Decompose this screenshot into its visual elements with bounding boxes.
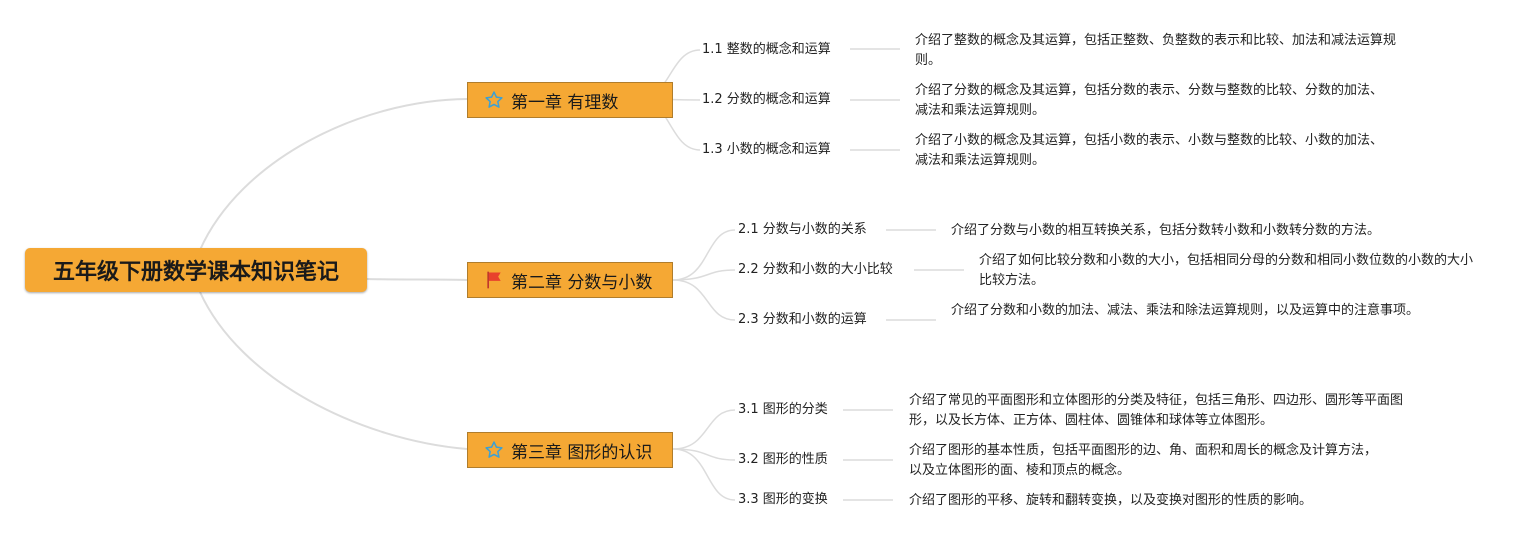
chapter-title: 第三章 图形的认识 — [511, 442, 653, 463]
chapter-node-1[interactable]: 第一章 有理数 — [467, 82, 673, 118]
section-desc-2-2: 介绍了如何比较分数和小数的大小，包括相同分母的分数和相同小数位数的小数的大小比较… — [979, 253, 1474, 288]
chapter-title: 第一章 有理数 — [511, 92, 619, 113]
star-icon — [483, 89, 505, 111]
section-node-3-1[interactable]: 3.1 图形的分类 — [738, 402, 828, 417]
section-node-3-3[interactable]: 3.3 图形的变换 — [738, 492, 828, 507]
link-root-ch2 — [366, 278, 468, 281]
star-icon — [483, 439, 505, 461]
chapter-node-2[interactable]: 第二章 分数与小数 — [467, 262, 673, 298]
flag-icon — [483, 269, 505, 291]
section-node-2-3[interactable]: 2.3 分数和小数的运算 — [738, 312, 867, 327]
chapter-node-3[interactable]: 第三章 图形的认识 — [467, 432, 673, 468]
section-desc-1-2: 介绍了分数的概念及其运算，包括分数的表示、分数与整数的比较、分数的加法、减法和乘… — [915, 83, 1384, 118]
section-desc-3-3: 介绍了图形的平移、旋转和翻转变换，以及变换对图形的性质的影响。 — [909, 493, 1313, 508]
section-desc-3-2: 介绍了图形的基本性质，包括平面图形的边、角、面积和周长的概念及计算方法，以及立体… — [909, 443, 1378, 478]
section-node-2-1[interactable]: 2.1 分数与小数的关系 — [738, 222, 867, 237]
section-node-1-1[interactable]: 1.1 整数的概念和运算 — [702, 42, 831, 57]
chapter-title: 第二章 分数与小数 — [511, 272, 653, 293]
section-node-3-2[interactable]: 3.2 图形的性质 — [738, 452, 828, 467]
section-node-1-2[interactable]: 1.2 分数的概念和运算 — [702, 92, 831, 107]
link-root-ch1 — [199, 98, 468, 251]
section-node-1-3[interactable]: 1.3 小数的概念和运算 — [702, 142, 831, 157]
section-desc-1-3: 介绍了小数的概念及其运算，包括小数的表示、小数与整数的比较、小数的加法、减法和乘… — [915, 133, 1384, 168]
root-title: 五年级下册数学课本知识笔记 — [52, 260, 339, 285]
section-desc-2-3: 介绍了分数和小数的加法、减法、乘法和除法运算规则，以及运算中的注意事项。 — [951, 303, 1420, 318]
section-desc-1-1: 介绍了整数的概念及其运算，包括正整数、负整数的表示和比较、加法和减法运算规则。 — [915, 33, 1397, 68]
root-node[interactable]: 五年级下册数学课本知识笔记 — [25, 248, 367, 292]
section-desc-3-1: 介绍了常见的平面图形和立体图形的分类及特征，包括三角形、四边形、圆形等平面图形，… — [909, 393, 1404, 428]
section-desc-2-1: 介绍了分数与小数的相互转换关系，包括分数转小数和小数转分数的方法。 — [951, 223, 1381, 238]
link-root-ch3 — [199, 291, 468, 450]
section-node-2-2[interactable]: 2.2 分数和小数的大小比较 — [738, 262, 893, 277]
